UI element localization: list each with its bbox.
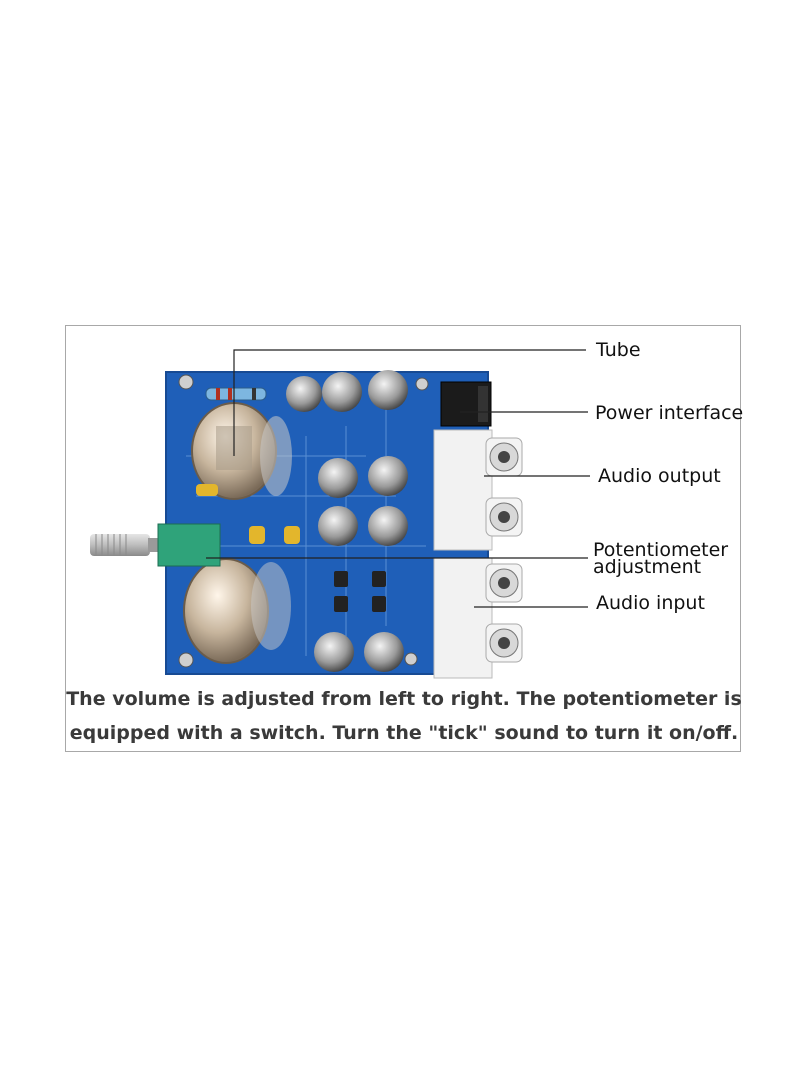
diagram-frame: Tube Power interface Audio output Potent… <box>65 325 744 752</box>
capacitors <box>286 370 408 672</box>
potentiometer <box>90 523 221 567</box>
label-audio-input: Audio input <box>596 592 705 614</box>
label-audio-output: Audio output <box>598 465 721 487</box>
leader-lines <box>206 349 590 608</box>
label-potentiometer-line1: Potentiometer <box>593 539 729 561</box>
caption-line-2: equipped with a switch. Turn the "tick" … <box>69 722 739 744</box>
caption-line-1: The volume is adjusted from left to righ… <box>66 688 742 710</box>
label-tube: Tube <box>596 339 641 361</box>
screw <box>178 374 194 390</box>
label-potentiometer-line2: adjustment <box>593 556 702 578</box>
rca-output-block <box>433 429 523 551</box>
rca-input-block <box>433 557 523 679</box>
board-illustration <box>90 349 590 679</box>
label-power-interface: Power interface <box>595 402 744 424</box>
